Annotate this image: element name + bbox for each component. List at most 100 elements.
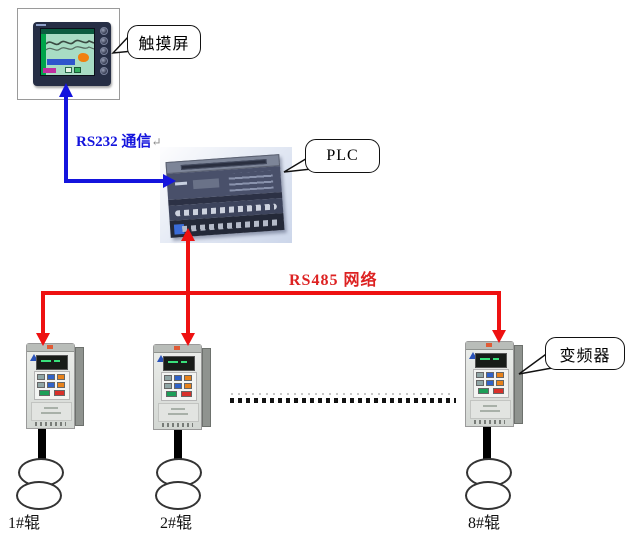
- touchscreen-magenta-button: [43, 68, 56, 73]
- inverter-device-8: [465, 341, 523, 427]
- inverter-lower-panel: [31, 402, 72, 421]
- keypad-button-icon: [57, 374, 65, 380]
- inverter-port: [174, 346, 180, 350]
- inverter-lower-panel: [158, 403, 199, 422]
- inverter-top-cap: [27, 344, 74, 352]
- touchscreen-widget: [65, 67, 72, 73]
- touchscreen-screen: [40, 28, 95, 76]
- roller-icon: [465, 481, 511, 510]
- roller-icon: [155, 481, 201, 510]
- inverter-vent: [35, 422, 66, 426]
- plc-terminal-screws: [181, 219, 279, 233]
- touchscreen-brand-mark: [36, 24, 46, 26]
- keypad-button-icon: [478, 388, 489, 394]
- inverter-body: [465, 341, 514, 427]
- keypad-button-icon: [174, 375, 182, 381]
- keypad-button-icon: [37, 382, 45, 388]
- ellipsis-line: [230, 398, 456, 403]
- keypad-button-icon: [486, 380, 494, 386]
- keypad-button-icon: [181, 391, 192, 397]
- keypad-button-icon: [57, 382, 65, 388]
- keypad-button-icon: [496, 372, 504, 378]
- roller-icon: [16, 481, 62, 510]
- keypad-button-icon: [39, 390, 50, 396]
- inverter-keypad: [161, 372, 197, 401]
- inverter-display: [475, 353, 507, 368]
- panel-button-icon: [100, 57, 108, 65]
- inverter-top-cap: [154, 345, 201, 353]
- return-mark-icon: ↵: [151, 135, 162, 149]
- inverter-body: [26, 343, 75, 429]
- inverter-device-1: [26, 343, 84, 429]
- callout-touchscreen: 触摸屏: [127, 25, 201, 59]
- keypad-button-icon: [164, 375, 172, 381]
- touchscreen-blue-bar: [47, 59, 75, 65]
- inverter-display: [36, 355, 68, 370]
- keypad-button-icon: [47, 374, 55, 380]
- panel-button-icon: [100, 47, 108, 55]
- rs485-bus: [41, 291, 501, 338]
- keypad-button-icon: [174, 383, 182, 389]
- plc-photo: [160, 147, 292, 243]
- plc-led-grid: [228, 170, 274, 192]
- inverter-port: [47, 345, 53, 349]
- callout-inverter-label: 变频器: [559, 347, 611, 365]
- keypad-button-icon: [184, 383, 192, 389]
- keypad-button-icon: [164, 383, 172, 389]
- inverter-device-2: [153, 344, 211, 430]
- callout-plc: PLC: [305, 139, 380, 173]
- callout-plc-label: PLC: [326, 147, 359, 164]
- motor-cable: [483, 427, 491, 459]
- touchscreen-titlebar: [41, 29, 94, 34]
- delta-logo-icon: [30, 354, 38, 361]
- rs485-label: RS485 网络: [289, 266, 377, 290]
- inverter-display: [163, 356, 195, 371]
- motor-cable: [38, 429, 46, 459]
- keypad-button-icon: [37, 374, 45, 380]
- inverter-port: [486, 343, 492, 347]
- touchscreen-waveform: [46, 39, 94, 51]
- inverter-heatsink-fin: [514, 345, 523, 424]
- inverter-vent: [162, 423, 193, 427]
- panel-button-icon: [100, 67, 108, 75]
- touchscreen-green-bar: [41, 34, 46, 75]
- rs232-label-text: RS232 通信: [76, 134, 152, 150]
- panel-button-icon: [100, 27, 108, 35]
- plc-display-window: [192, 178, 220, 190]
- panel-button-icon: [100, 37, 108, 45]
- roller-label-8: 8#辊: [468, 515, 501, 532]
- inverter-keypad: [473, 369, 509, 398]
- delta-logo-icon: [469, 352, 477, 359]
- callout-inverter: 变频器: [545, 337, 625, 370]
- motor-cable: [174, 430, 182, 459]
- keypad-button-icon: [47, 382, 55, 388]
- touchscreen-device: [33, 22, 111, 86]
- inverter-keypad: [34, 371, 70, 400]
- keypad-button-icon: [486, 372, 494, 378]
- callout-touchscreen-label: 触摸屏: [138, 36, 190, 53]
- inverter-heatsink-fin: [75, 347, 84, 426]
- keypad-button-icon: [496, 380, 504, 386]
- inverter-top-cap: [466, 342, 513, 350]
- roller-label-2: 2#辊: [160, 515, 193, 532]
- delta-logo-icon: [157, 355, 165, 362]
- touchscreen-widget: [74, 67, 81, 73]
- inverter-lower-panel: [470, 400, 511, 419]
- touchscreen-button-column: [99, 27, 108, 79]
- ellipsis-line-faint: [231, 393, 455, 395]
- roller-label-1: 1#辊: [8, 515, 41, 532]
- keypad-button-icon: [54, 390, 65, 396]
- keypad-button-icon: [166, 391, 177, 397]
- inverter-vent: [474, 420, 505, 424]
- plc-brand-mark: [174, 181, 188, 186]
- keypad-button-icon: [184, 375, 192, 381]
- plc-device: [165, 154, 285, 238]
- inverter-body: [153, 344, 202, 430]
- keypad-button-icon: [493, 388, 504, 394]
- inverter-heatsink-fin: [202, 348, 211, 427]
- rs232-label: RS232 通信↵: [76, 130, 162, 151]
- touchscreen-fish-graphic: [78, 53, 89, 62]
- rs485-label-text: RS485 网络: [289, 272, 378, 289]
- keypad-button-icon: [476, 380, 484, 386]
